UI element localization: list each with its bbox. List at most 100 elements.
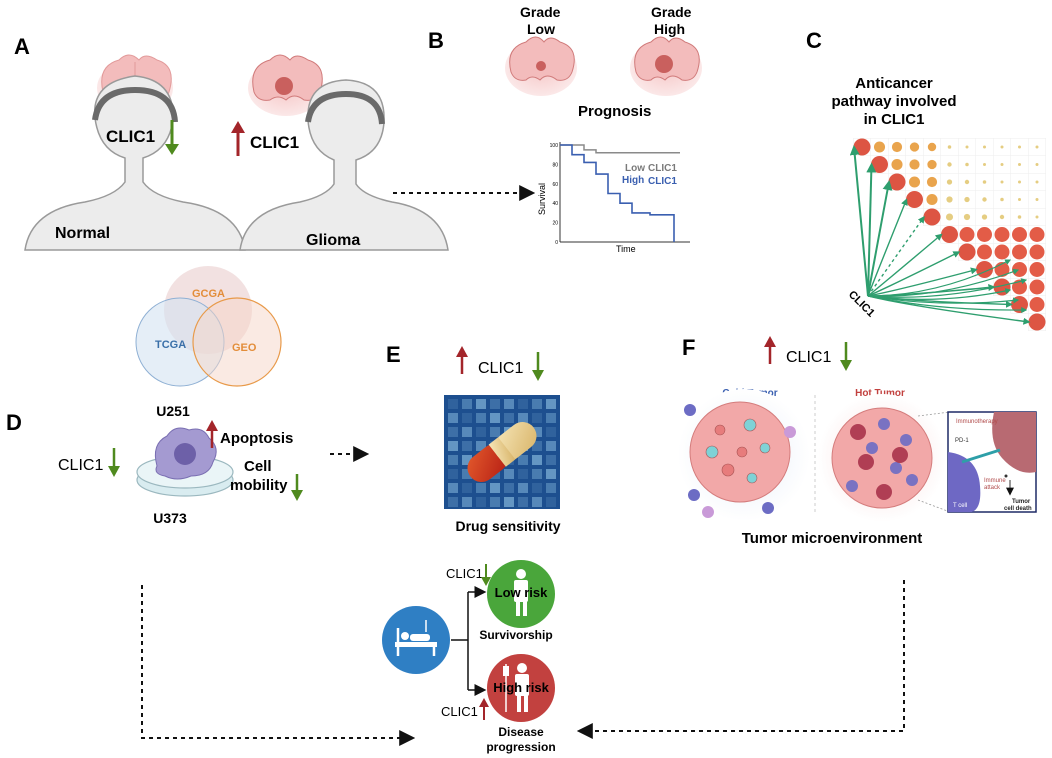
tumor-cell <box>876 484 892 500</box>
high-risk-label: High risk <box>493 680 549 695</box>
matrix-dot <box>977 227 992 242</box>
grid-square <box>518 455 528 465</box>
matrix-dot <box>994 227 1010 242</box>
grid-square <box>476 497 486 507</box>
y-tick-label: 0 <box>555 240 558 246</box>
matrix-dot <box>1029 262 1045 277</box>
matrix-dot <box>908 176 921 188</box>
y-tick-label: 60 <box>552 182 558 188</box>
matrix-dot <box>1012 227 1027 242</box>
matrix-dot <box>1012 262 1027 277</box>
matrix-dot <box>947 162 952 167</box>
down-arrow-icon <box>165 120 179 155</box>
normal-label: Normal <box>55 225 110 242</box>
matrix-dot <box>994 244 1010 260</box>
hot-tumor-illustration <box>818 394 946 522</box>
venn-geo-label: GEO <box>232 342 257 354</box>
matrix-dot <box>927 142 937 152</box>
grid-square <box>532 455 542 465</box>
pathway-edge <box>867 288 1012 300</box>
matrix-dot <box>923 208 941 226</box>
legend-low-gene: CLIC1 <box>648 163 677 174</box>
inset-tumor: Tumor <box>1012 499 1031 505</box>
grid-square <box>532 483 542 493</box>
grid-square <box>448 497 458 507</box>
grid-square <box>462 469 472 479</box>
grid-square <box>546 427 556 437</box>
pathway-title-line1: Anticancer <box>855 75 933 92</box>
pathway-edge <box>867 267 978 297</box>
grid-square <box>532 469 542 479</box>
grid-square <box>518 413 528 423</box>
grid-square <box>448 441 458 451</box>
matrix-dot <box>926 176 938 188</box>
up-arrow-icon <box>479 698 489 720</box>
grid-square <box>546 469 556 479</box>
matrix-dot <box>964 196 970 203</box>
hot-tumor-label: Hot Tumor <box>855 388 905 399</box>
grid-square <box>518 497 528 507</box>
matrix-dot <box>1035 215 1039 219</box>
glioma-label: Glioma <box>306 232 360 249</box>
pathway-edge <box>867 259 1012 297</box>
grid-square <box>532 497 542 507</box>
matrix-dot <box>965 162 969 167</box>
tumor-cell <box>705 445 719 459</box>
grid-square <box>518 483 528 493</box>
inset-attack: attack <box>984 485 1001 491</box>
clic1-f-label: CLIC1 <box>786 349 831 366</box>
matrix-dot <box>1035 198 1039 201</box>
matrix-dot <box>891 158 903 171</box>
matrix-dot <box>1029 244 1045 260</box>
grid-square <box>504 469 514 479</box>
matrix-dot <box>1029 297 1045 312</box>
tumor-cell <box>759 442 771 454</box>
grid-square <box>518 399 528 409</box>
panel-label-f: F <box>682 335 695 360</box>
matrix-dot <box>941 226 958 243</box>
clic1-normal-label: CLIC1 <box>106 127 155 146</box>
matrix-dot <box>947 145 952 149</box>
grid-square <box>546 497 556 507</box>
pathway-edges <box>849 145 1031 325</box>
grid-square <box>448 399 458 409</box>
low-risk-label: Low risk <box>495 585 549 600</box>
pathway-edge <box>849 145 869 297</box>
matrix-dot <box>871 156 888 173</box>
inset-immunotherapy: Immunotherapy <box>956 419 998 425</box>
arrow-f-to-e-bottom <box>576 580 905 739</box>
grid-square <box>546 455 556 465</box>
matrix-dot <box>1028 313 1046 331</box>
normal-person-illustration <box>24 75 246 251</box>
low-risk-circle <box>487 560 555 628</box>
tumor-cell <box>866 442 878 454</box>
pathway-edge <box>867 278 1028 298</box>
grid-square <box>546 441 556 451</box>
arrow-d-to-e-bottom <box>141 585 416 746</box>
immune-cell <box>688 489 700 501</box>
patient-bed-icon <box>382 606 450 674</box>
prognosis-label: Prognosis <box>578 103 651 120</box>
matrix-dot <box>1000 197 1004 202</box>
matrix-dot <box>1000 145 1004 149</box>
petri-dish-icon <box>136 427 234 497</box>
legend-high: High <box>622 175 644 186</box>
clic1-glioma-label: CLIC1 <box>250 133 299 152</box>
survivorship-label: Survivorship <box>479 628 552 642</box>
matrix-dot <box>1029 279 1045 295</box>
matrix-dot <box>909 159 920 170</box>
tumor-cell <box>850 424 866 440</box>
matrix-dot <box>909 142 920 152</box>
glioma-person-illustration <box>239 79 449 251</box>
grid-square <box>462 399 472 409</box>
down-arrow-icon <box>481 564 491 586</box>
pathway-title-line2: pathway involved <box>831 93 956 110</box>
immune-cell <box>702 506 714 518</box>
tumor-cell <box>746 472 758 484</box>
series-low-clic1 <box>560 144 680 154</box>
grid-square <box>462 427 472 437</box>
grid-square <box>490 399 500 409</box>
grid-square <box>462 483 472 493</box>
y-tick-label: 20 <box>552 221 558 227</box>
